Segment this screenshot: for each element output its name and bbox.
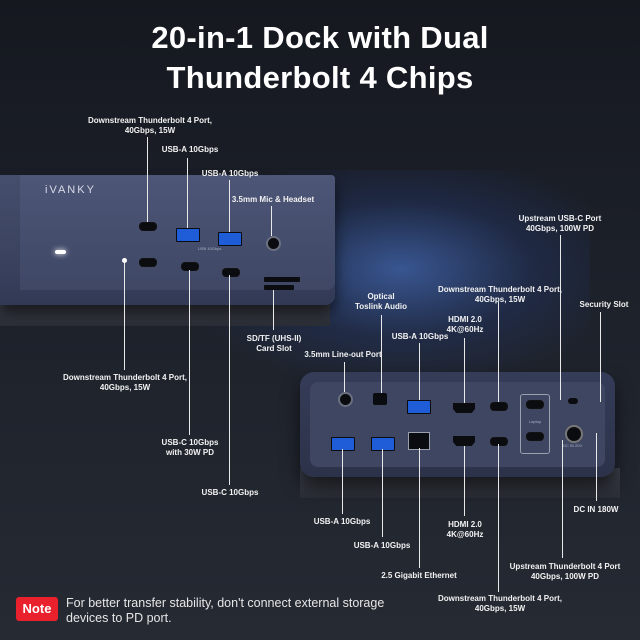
rear-tb4-down-port-top <box>490 402 508 411</box>
label-rear-ethernet: 2.5 Gigabit Ethernet <box>381 571 457 580</box>
title-line-2: Thunderbolt 4 Chips <box>166 60 474 95</box>
callout-line <box>189 270 190 435</box>
label-rear-dcin: DC IN 180W <box>573 505 619 514</box>
callout-line <box>273 290 274 330</box>
label-rear-upstream-c: Upstream USB-C Port 40Gbps, 100W PD <box>518 214 602 233</box>
callout-line <box>271 206 272 236</box>
label-front-usbc: USB-C 10Gbps <box>201 488 259 497</box>
label-rear-upstream-tb4: Upstream Thunderbolt 4 Port 40Gbps, 100W… <box>509 562 621 581</box>
callout-line <box>419 343 420 400</box>
front-usba-port-2 <box>218 232 242 246</box>
brand-logo: iVANKY <box>45 184 96 196</box>
label-front-usbc-pd: USB-C 10Gbps with 30W PD <box>161 438 219 457</box>
callout-line <box>187 158 188 228</box>
callout-dot <box>122 258 127 263</box>
callout-line <box>229 180 230 232</box>
front-mic-jack <box>266 236 281 251</box>
label-front-sd: SD/TF (UHS-II) Card Slot <box>246 334 302 353</box>
dc-caption: DC IN 20V <box>563 443 583 448</box>
rear-upstream-usbc-port <box>526 400 544 409</box>
rear-lineout-jack <box>338 392 353 407</box>
front-sd-slot <box>264 277 300 282</box>
rear-upstream-tb4-port <box>526 432 544 441</box>
laptop-caption: Laptop <box>529 419 542 424</box>
usb10-caption: USB 10Gbps <box>198 246 222 251</box>
rear-security-slot <box>568 398 578 404</box>
callout-line <box>596 433 597 501</box>
callout-line <box>382 449 383 537</box>
rear-tb4-down-port-bottom <box>490 437 508 446</box>
callout-line <box>498 444 499 592</box>
rear-usba-port-left <box>331 437 355 451</box>
label-rear-tb4-down-top: Downstream Thunderbolt 4 Port, 40Gbps, 1… <box>437 285 562 304</box>
label-rear-usba-top: USB-A 10Gbps <box>391 332 449 341</box>
note-text: For better transfer stability, don't con… <box>66 596 385 625</box>
label-rear-tb4-down-bottom: Downstream Thunderbolt 4 Port, 40Gbps, 1… <box>437 594 562 613</box>
rear-hdmi-port-top <box>453 403 475 413</box>
rear-dc-in-port <box>565 425 583 443</box>
label-rear-optical: Optical Toslink Audio <box>355 292 407 311</box>
label-front-tb4-bottom: Downstream Thunderbolt 4 Port, 40Gbps, 1… <box>62 373 187 392</box>
label-rear-usba-bottom: USB-A 10Gbps <box>353 541 411 550</box>
upstream-port-frame <box>520 394 550 454</box>
label-rear-hdmi-top: HDMI 2.0 4K@60Hz <box>446 315 484 334</box>
callout-line <box>464 338 465 403</box>
callout-line <box>344 362 345 392</box>
rear-dock <box>300 372 615 477</box>
callout-line <box>419 448 420 568</box>
page-title: 20-in-1 Dock with Dual Thunderbolt 4 Chi… <box>0 18 640 98</box>
label-front-usba-2: USB-A 10Gbps <box>201 169 259 178</box>
callout-line <box>342 449 343 514</box>
rear-usba-port-bottom <box>371 437 395 451</box>
label-rear-lineout: 3.5mm Line-out Port <box>304 350 382 359</box>
rear-hdmi-port-bottom <box>453 436 475 446</box>
label-front-mic: 3.5mm Mic & Headset <box>231 195 315 204</box>
rear-optical-port <box>373 393 387 405</box>
label-front-usba-1: USB-A 10Gbps <box>161 145 219 154</box>
callout-line <box>562 440 563 558</box>
callout-line <box>560 235 561 400</box>
label-rear-hdmi-bottom: HDMI 2.0 4K@60Hz <box>446 520 484 539</box>
callout-line <box>124 262 125 370</box>
title-line-1: 20-in-1 Dock with Dual <box>151 20 489 55</box>
note-badge: Note <box>16 597 58 621</box>
front-usbc-pd-port <box>181 262 199 271</box>
callout-line <box>600 312 601 402</box>
callout-line <box>498 302 499 402</box>
label-rear-security: Security Slot <box>579 300 629 309</box>
callout-line <box>147 137 148 222</box>
power-led <box>55 250 66 254</box>
callout-line <box>229 275 230 485</box>
rear-usba-port-top <box>407 400 431 414</box>
front-tb4-port-top <box>139 222 157 231</box>
callout-line <box>464 446 465 516</box>
front-tf-slot <box>264 285 294 290</box>
front-usba-port-1 <box>176 228 200 242</box>
callout-line <box>381 315 382 393</box>
label-front-tb4-top: Downstream Thunderbolt 4 Port, 40Gbps, 1… <box>87 116 212 135</box>
label-rear-usba-left: USB-A 10Gbps <box>313 517 371 526</box>
front-tb4-port-bottom <box>139 258 157 267</box>
front-usbc-port <box>222 268 240 277</box>
